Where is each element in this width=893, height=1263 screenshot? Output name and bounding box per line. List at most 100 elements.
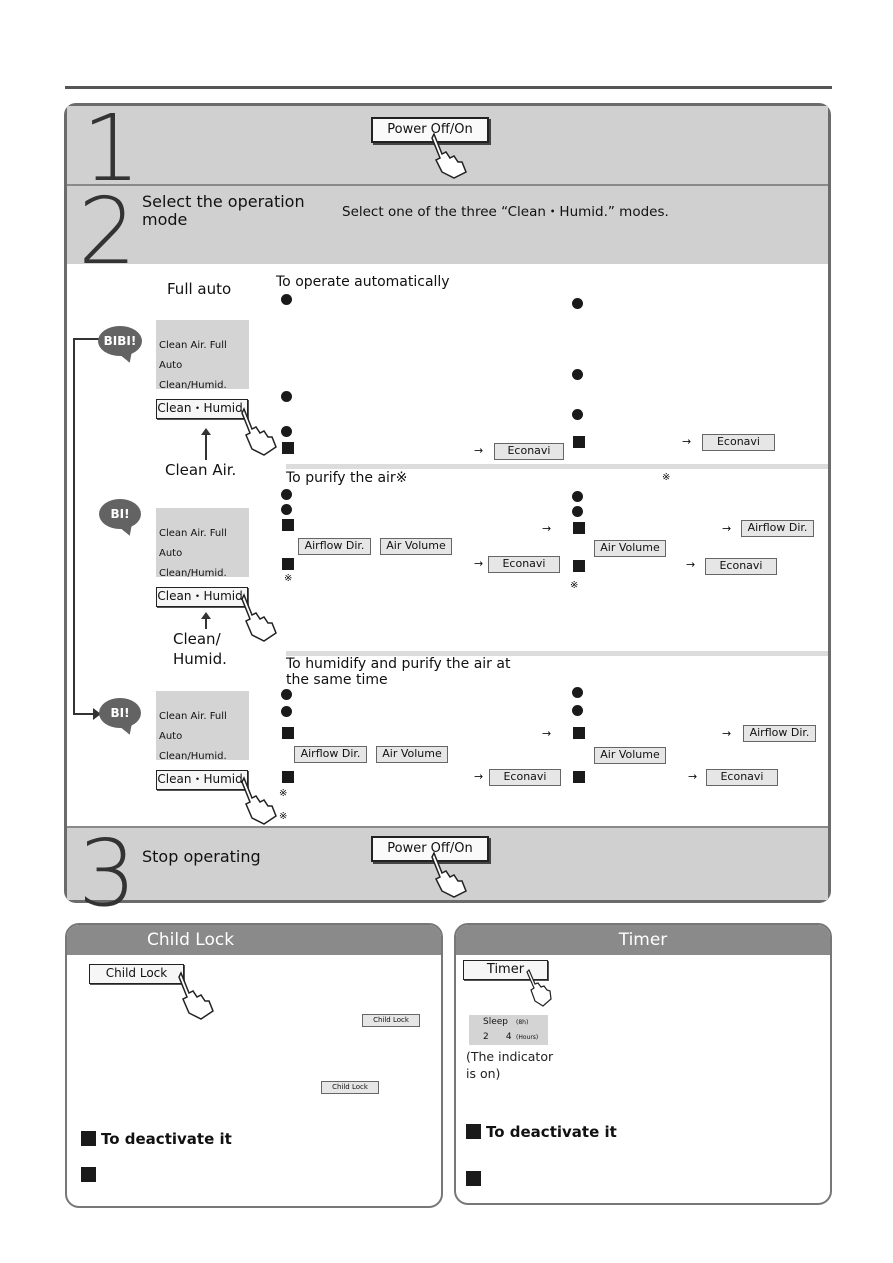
sleep-label: Sleep	[483, 1017, 509, 1027]
top-rule	[65, 86, 832, 89]
airflow-dir-button[interactable]: Airflow Dir.	[743, 725, 816, 742]
square-bullet-icon	[282, 519, 294, 531]
square-bullet-icon	[573, 522, 585, 534]
arrow-text: →	[688, 770, 698, 783]
square-bullet-icon	[573, 560, 585, 572]
panel-line: Clean/Humid.	[159, 568, 227, 579]
bullet-icon	[572, 369, 583, 380]
panel-line: Clean Air. Full Auto	[159, 711, 227, 742]
timer-display-panel: Sleep (8h) 2 4 (Hours)	[469, 1015, 548, 1045]
airflow-dir-button[interactable]: Airflow Dir.	[294, 746, 367, 763]
bullet-icon	[572, 298, 583, 309]
econavi-button[interactable]: Econavi	[494, 443, 564, 460]
econavi-button[interactable]: Econavi	[488, 556, 560, 573]
square-bullet-icon	[573, 771, 585, 783]
pointing-hand-icon	[241, 407, 277, 456]
air-volume-button[interactable]: Air Volume	[594, 540, 666, 557]
clean-humid-button[interactable]: Clean・Humid.	[156, 587, 248, 607]
arrow-text: →	[682, 435, 692, 448]
bullet-icon	[281, 689, 292, 700]
sleep-sub-label: (8h)	[516, 1019, 529, 1026]
clean-humid-button[interactable]: Clean・Humid.	[156, 399, 248, 419]
mode-label-clean-humid: Clean/ Humid.	[173, 629, 227, 669]
square-bullet-icon	[282, 558, 294, 570]
arrow-text: →	[542, 727, 552, 740]
step-divider	[67, 826, 828, 828]
pointing-hand-icon	[241, 593, 277, 642]
step3-number: 3	[78, 820, 137, 927]
power-button[interactable]: Power Off/On	[371, 117, 489, 143]
child-lock-button[interactable]: Child Lock	[89, 964, 184, 984]
mode-label-line: Clean/	[173, 630, 221, 648]
step2-band	[67, 186, 828, 264]
step3-title: Stop operating	[142, 847, 261, 866]
air-volume-button[interactable]: Air Volume	[594, 747, 666, 764]
beep-bubble-clean-humid: BI!	[99, 698, 141, 728]
bullet-icon	[281, 706, 292, 717]
airflow-dir-button[interactable]: Airflow Dir.	[298, 538, 371, 555]
pointing-hand-icon	[431, 132, 467, 179]
pointing-hand-icon	[526, 968, 552, 1007]
bullet-icon	[572, 705, 583, 716]
display-panel-clean-air: Clean Air. Full Auto Clean/Humid.	[156, 508, 249, 579]
mode-label-clean-air: Clean Air.	[165, 461, 237, 479]
arrow-text: →	[542, 522, 552, 535]
beep-bubble-full-auto: BIBI!	[98, 326, 142, 356]
square-bullet-icon	[81, 1167, 96, 1182]
up-arrow-line	[205, 430, 207, 460]
step2-title: Select the operation mode	[142, 192, 305, 229]
bullet-icon	[281, 426, 292, 437]
step2-number: 2	[78, 178, 137, 285]
square-bullet-icon	[282, 727, 294, 739]
hours-values: 2 4	[483, 1032, 512, 1042]
arrow-text: →	[686, 558, 696, 571]
econavi-button[interactable]: Econavi	[705, 558, 777, 575]
bullet-icon	[281, 489, 292, 500]
up-arrow-icon	[201, 612, 211, 619]
square-bullet-icon	[81, 1131, 96, 1146]
mode-label-line: Humid.	[173, 650, 227, 668]
heading-operate-automatically: To operate automatically	[276, 274, 450, 290]
display-panel-full-auto: Clean Air. Full Auto Clean/Humid.	[156, 320, 249, 391]
air-volume-button[interactable]: Air Volume	[380, 538, 452, 555]
ref-mark: ※	[570, 580, 579, 591]
hours-sub-label: (Hours)	[516, 1034, 539, 1041]
ref-mark: ※	[279, 788, 288, 799]
ref-mark: ※	[279, 811, 288, 822]
air-volume-button[interactable]: Air Volume	[376, 746, 448, 763]
section-separator	[286, 464, 828, 469]
panel-line: Clean/Humid.	[159, 751, 227, 762]
panel-line: Clean Air. Full Auto	[159, 340, 227, 371]
arrow-text: →	[474, 557, 484, 570]
ref-mark: ※	[284, 573, 293, 584]
airflow-dir-button[interactable]: Airflow Dir.	[741, 520, 814, 537]
pointing-hand-icon	[241, 776, 277, 825]
mode-cycle-line-top	[73, 338, 99, 340]
mode-cycle-line-bottom	[73, 713, 95, 715]
econavi-button[interactable]: Econavi	[702, 434, 775, 451]
up-arrow-icon	[201, 428, 211, 435]
heading-purify-air: To purify the air※	[286, 470, 408, 486]
clean-humid-button[interactable]: Clean・Humid.	[156, 770, 248, 790]
step1-number: 1	[82, 95, 141, 202]
up-arrow-line	[205, 617, 207, 629]
mode-label-full-auto: Full auto	[167, 280, 232, 298]
square-bullet-icon	[466, 1124, 481, 1139]
step-divider	[67, 184, 828, 186]
bullet-icon	[281, 294, 292, 305]
arrow-text: →	[474, 770, 484, 783]
bullet-icon	[572, 491, 583, 502]
bullet-icon	[281, 504, 292, 515]
square-bullet-icon	[573, 436, 585, 448]
timer-button[interactable]: Timer	[463, 960, 548, 980]
panel-line: Clean/Humid.	[159, 380, 227, 391]
square-bullet-icon	[282, 771, 294, 783]
power-button[interactable]: Power Off/On	[371, 836, 489, 862]
econavi-button[interactable]: Econavi	[489, 769, 561, 786]
econavi-button[interactable]: Econavi	[706, 769, 778, 786]
bullet-icon	[281, 391, 292, 402]
pointing-hand-icon	[431, 851, 467, 898]
bullet-icon	[572, 506, 583, 517]
square-bullet-icon	[573, 727, 585, 739]
display-panel-clean-humid: Clean Air. Full Auto Clean/Humid.	[156, 691, 249, 762]
